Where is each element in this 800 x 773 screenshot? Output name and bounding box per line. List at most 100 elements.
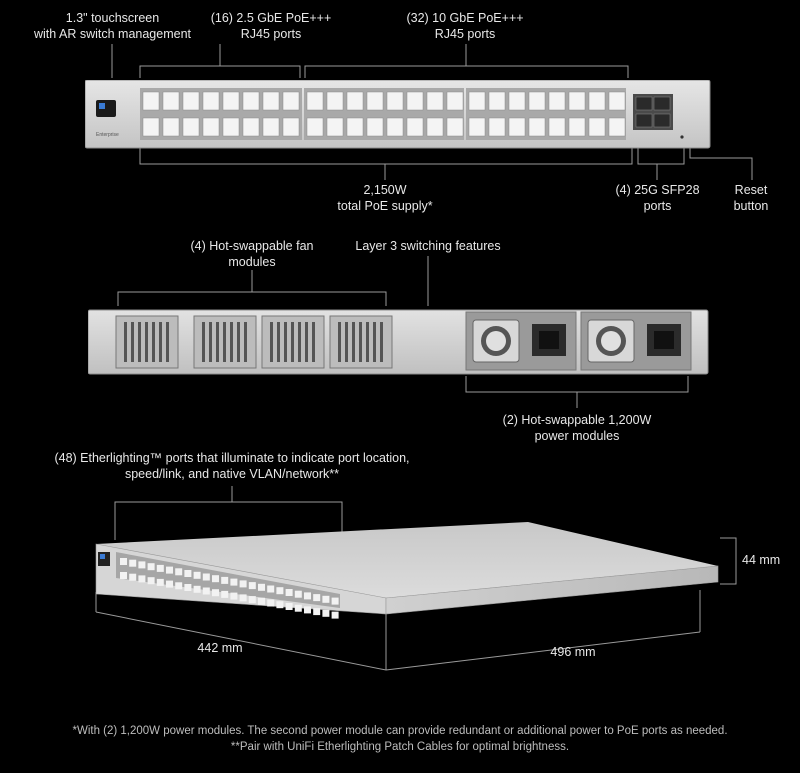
rj45-port — [548, 117, 566, 137]
iso-port — [331, 597, 339, 605]
iso-port — [258, 597, 265, 605]
rj45-port — [468, 117, 486, 137]
power-module-2 — [587, 319, 681, 363]
rj45-port — [528, 91, 546, 111]
rj45-port — [182, 117, 200, 137]
iso-port — [230, 592, 238, 600]
rj45-port — [488, 117, 506, 137]
rj45-port — [608, 117, 626, 137]
iso-port — [212, 575, 219, 583]
iso-port — [267, 599, 275, 607]
iso-port — [304, 592, 311, 600]
iso-port — [120, 572, 127, 579]
iso-port — [147, 577, 155, 585]
label-2-5g-ports: (16) 2.5 GbE PoE+++RJ45 ports — [210, 11, 332, 41]
rj45-port — [568, 91, 586, 111]
iso-port — [175, 568, 183, 576]
rj45-port — [446, 117, 464, 137]
rj45-port — [588, 117, 606, 137]
rj45-port — [242, 91, 260, 111]
rj45-port — [142, 117, 160, 137]
rj45-port — [162, 117, 180, 137]
iso-port — [239, 580, 247, 588]
rj45-port — [306, 91, 324, 111]
iso-port — [248, 596, 256, 604]
rj45-port — [386, 91, 404, 111]
iso-port — [175, 582, 183, 590]
iso-port — [322, 609, 330, 617]
iso-port — [202, 587, 210, 595]
iso-port — [129, 559, 137, 567]
iso-port — [331, 611, 339, 619]
rj45-port — [162, 91, 180, 111]
iso-port — [184, 584, 192, 591]
iso-port — [313, 594, 321, 602]
iso-port — [248, 582, 256, 590]
rj45-port — [568, 117, 586, 137]
iso-port — [230, 578, 238, 586]
iso-port — [221, 576, 229, 584]
label-10g-ports: (32) 10 GbE PoE+++RJ45 ports — [406, 11, 524, 41]
fan-module — [193, 315, 257, 369]
rj45-port — [548, 91, 566, 111]
label-layer3: Layer 3 switching features — [355, 239, 501, 253]
iso-port — [267, 585, 275, 593]
iso-port — [166, 580, 173, 588]
iso-port — [313, 608, 321, 616]
fan-module — [261, 315, 325, 369]
rj45-port — [306, 117, 324, 137]
fan-module — [115, 315, 179, 369]
reset-button-hole — [680, 135, 684, 139]
rj45-port — [386, 117, 404, 137]
rj45-port — [182, 91, 200, 111]
iso-port — [276, 587, 284, 595]
rj45-port — [426, 91, 444, 111]
iso-port — [304, 606, 311, 614]
iso-port — [285, 603, 293, 610]
iso-port — [193, 571, 201, 579]
iso-port — [294, 604, 302, 612]
iso-port — [258, 583, 265, 591]
rj45-port — [222, 117, 240, 137]
iso-port — [120, 558, 127, 565]
power-module-1 — [472, 319, 566, 363]
rj45-port — [202, 117, 220, 137]
rj45-port — [446, 91, 464, 111]
rj45-port — [406, 91, 424, 111]
rj45-port — [242, 117, 260, 137]
iso-port — [276, 601, 284, 609]
rj45-port — [346, 91, 364, 111]
rj45-port — [202, 91, 220, 111]
iso-port — [322, 595, 330, 603]
iso-port — [138, 561, 146, 569]
iso-port — [129, 573, 137, 581]
fan-module — [329, 315, 393, 369]
rj45-port — [488, 91, 506, 111]
label-etherlighting: (48) Etherlighting™ ports that illuminat… — [54, 451, 410, 481]
switch-rear-panel — [88, 309, 709, 375]
rj45-port — [528, 117, 546, 137]
iso-port — [202, 573, 210, 581]
switch-iso-view — [95, 522, 719, 619]
rj45-port — [142, 91, 160, 111]
rj45-port — [366, 117, 384, 137]
rj45-port — [608, 91, 626, 111]
iso-port — [138, 575, 146, 583]
iso-port — [294, 590, 302, 598]
rj45-port — [468, 91, 486, 111]
iso-port — [212, 589, 219, 597]
rj45-port — [222, 91, 240, 111]
rj45-port — [508, 91, 526, 111]
rj45-port — [326, 117, 344, 137]
rj45-port — [282, 91, 300, 111]
iso-port — [156, 564, 164, 572]
rj45-port — [262, 91, 280, 111]
iso-port — [184, 570, 192, 577]
